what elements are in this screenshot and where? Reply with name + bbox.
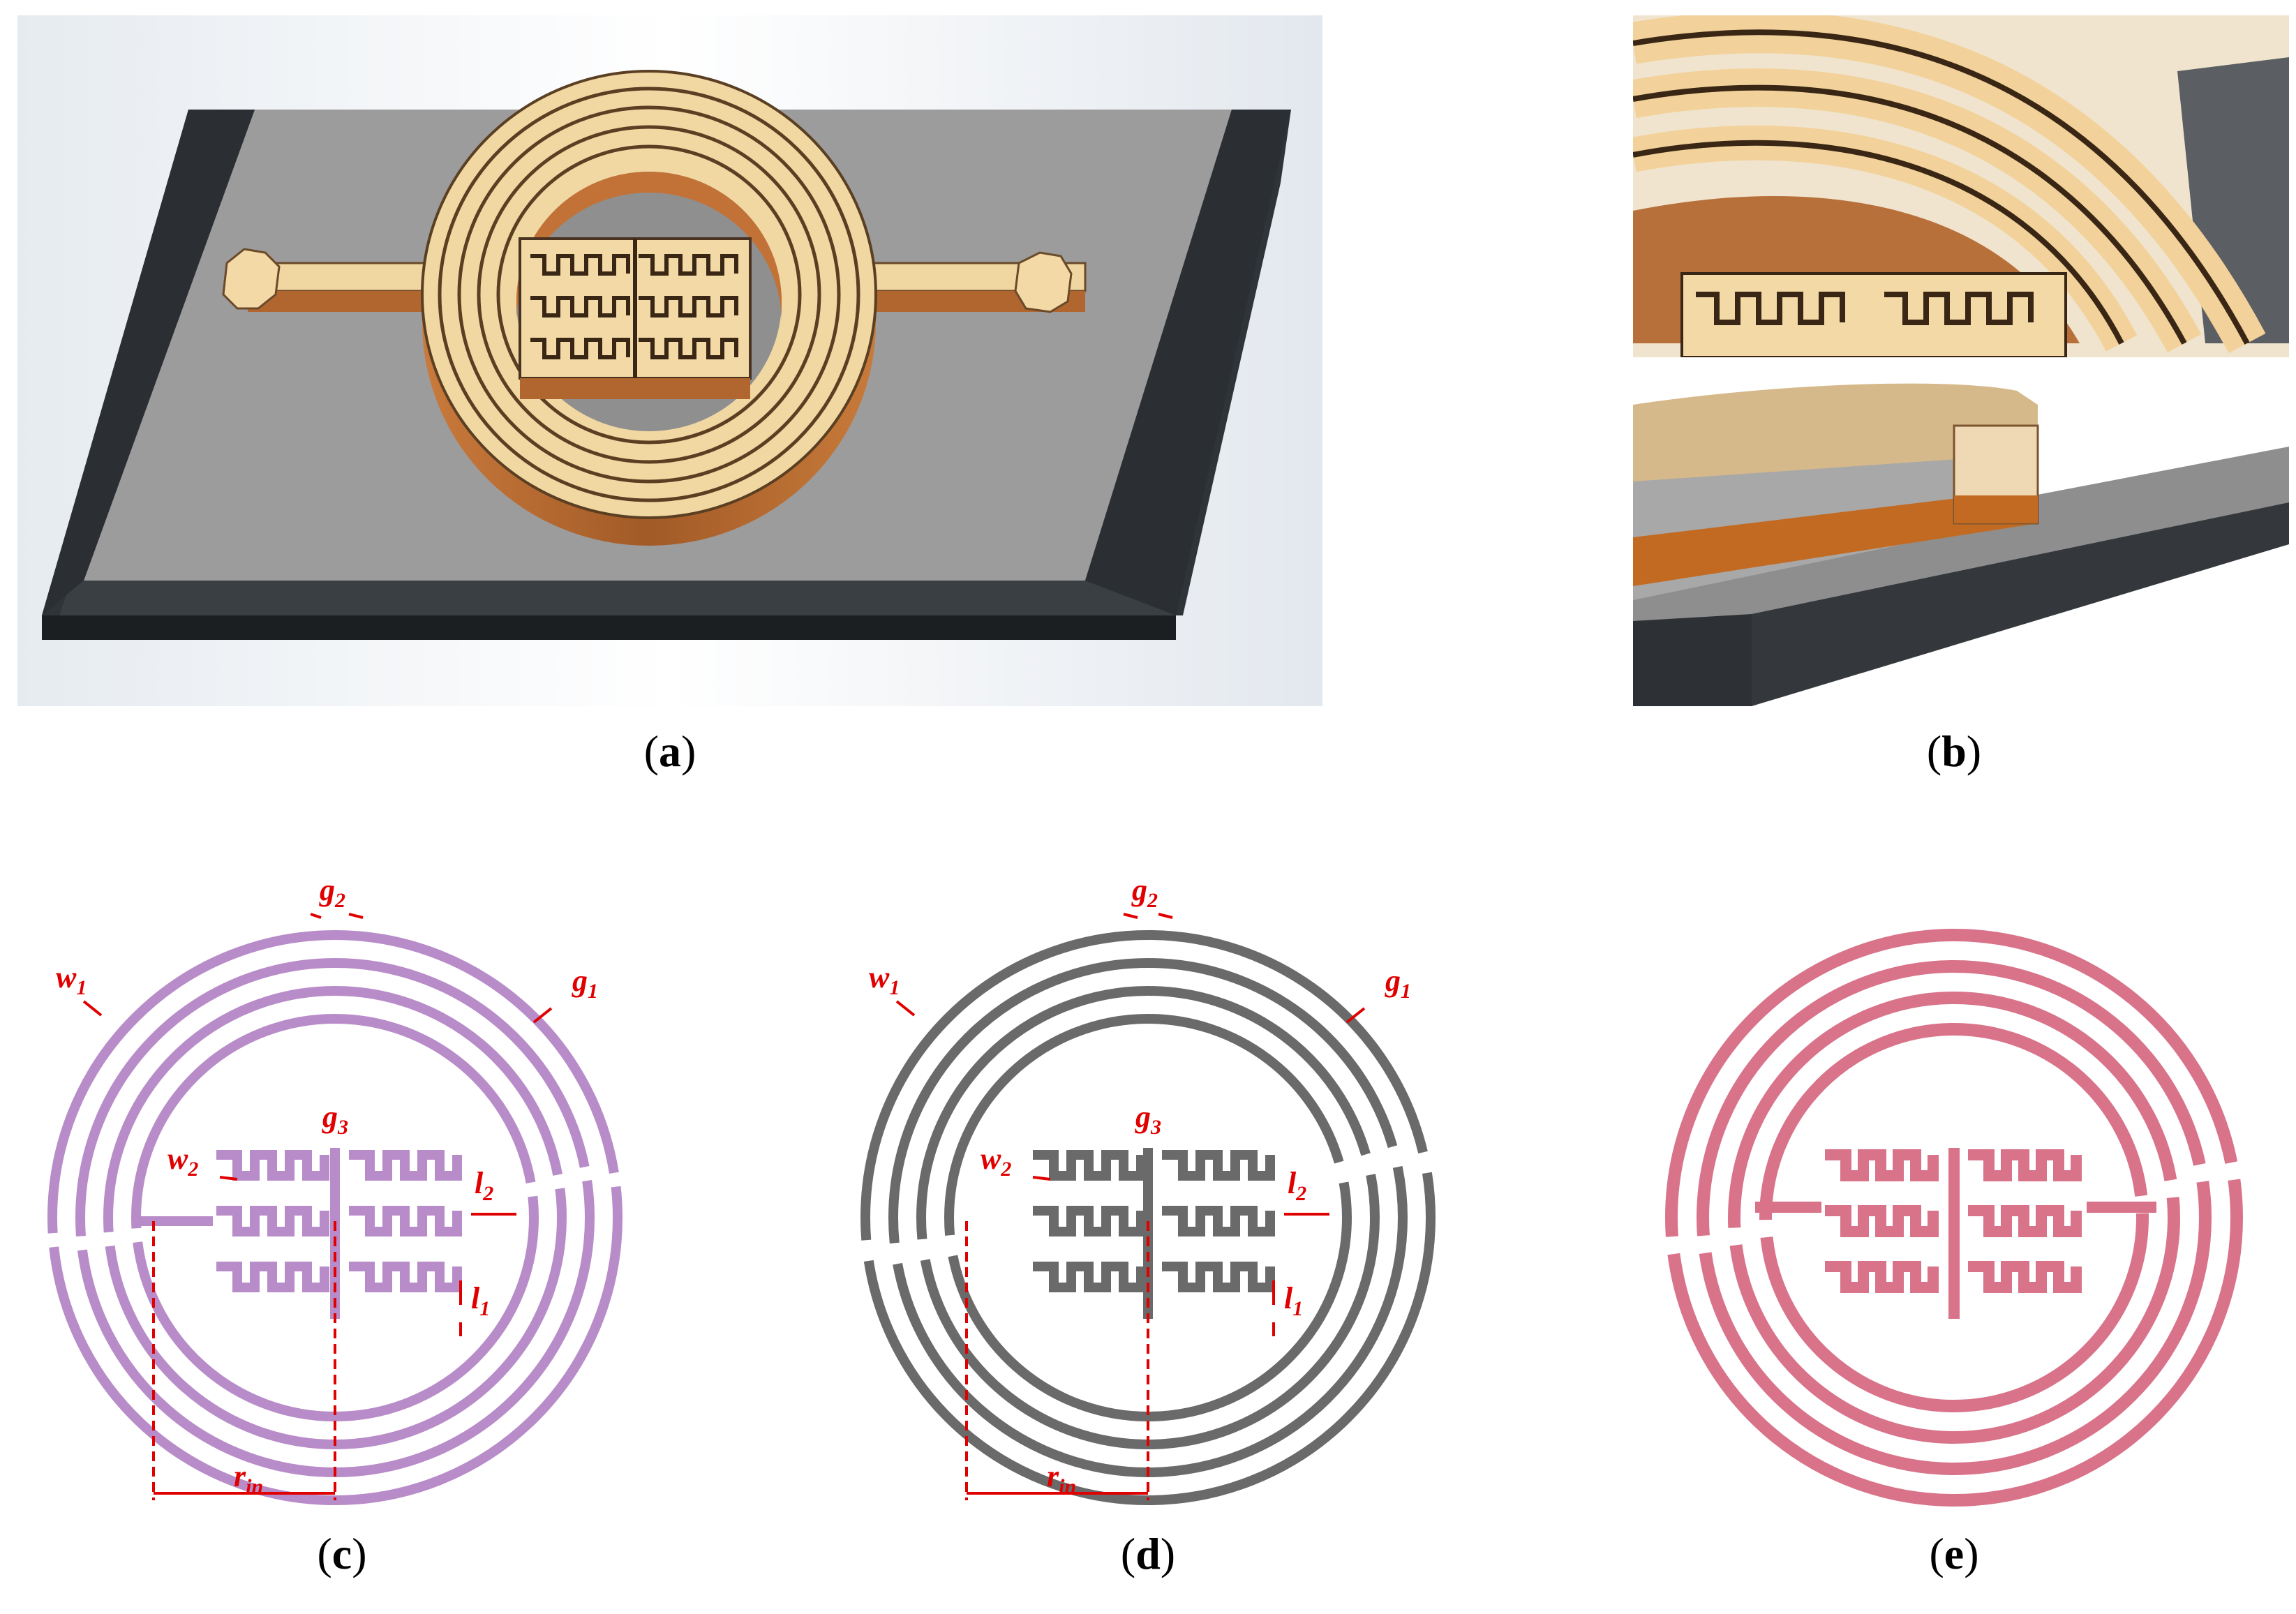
ring-grooves	[438, 87, 860, 502]
caption-c-letter: c	[331, 1529, 352, 1578]
label-g2-c: g2	[319, 873, 345, 912]
panel-b-zoom-bottom	[1633, 363, 2289, 706]
caption-a: (a)	[643, 726, 696, 776]
pad-left	[222, 248, 281, 310]
caption-b: (b)	[1926, 726, 1982, 776]
label-l2-c: l2	[475, 1166, 493, 1205]
caption-e-letter: e	[1944, 1529, 1965, 1578]
zoom-top-rings	[1633, 15, 2266, 354]
label-g2-d: g2	[1131, 873, 1158, 912]
meander-pattern	[530, 239, 738, 378]
panel-e-svg	[1665, 929, 2243, 1507]
caption-a-letter: a	[659, 726, 681, 776]
substrate-right-edge	[1085, 110, 1291, 615]
panel-c-svg: g2 w1 g1 g3 w2 l2 l1 rin	[47, 873, 623, 1505]
zoom-bottom-pad-side	[1954, 495, 2038, 523]
meander-block-side	[520, 378, 750, 399]
label-g1-d: g1	[1385, 964, 1411, 1003]
caption-d-letter: d	[1135, 1529, 1161, 1578]
zoom-bottom-substrate-front	[1752, 502, 2289, 706]
panel-d-layout: g2 w1 g1 g3 w2 l2 l1 rin	[837, 858, 1500, 1521]
ring-inner-wall	[516, 172, 782, 322]
dimension-marks-d	[895, 913, 1366, 1500]
panel-b-top-svg	[1633, 15, 2289, 357]
label-w1-c: w1	[56, 960, 87, 999]
panel-b-bottom-svg	[1633, 363, 2289, 706]
label-w1-d: w1	[869, 960, 900, 999]
caption-e: (e)	[1929, 1529, 1979, 1578]
zoom-top-meander-pattern	[1696, 292, 2034, 325]
substrate-left-edge	[42, 110, 255, 615]
substrate-front-edge	[42, 615, 1176, 640]
panel-c-layout: g2 w1 g1 g3 w2 l2 l1 rin	[35, 858, 698, 1521]
label-g3-d: g3	[1135, 1100, 1161, 1139]
label-l1-c: l1	[471, 1281, 490, 1320]
panel-a-svg	[17, 15, 1322, 706]
zoom-top-meander	[1680, 272, 2067, 357]
split-rings-e	[1665, 929, 2243, 1507]
label-l1-d: l1	[1284, 1281, 1303, 1320]
zoom-bottom-substrate-edge	[1633, 614, 1752, 706]
panel-b-zoom-top	[1633, 15, 2289, 357]
zoom-bottom-device-copper	[1633, 488, 2038, 586]
label-g1-c: g1	[572, 964, 598, 1003]
panel-a-3d-render	[17, 15, 1322, 706]
label-w2-c: w2	[167, 1142, 198, 1181]
caption-d: (d)	[1120, 1529, 1176, 1578]
label-g3-c: g3	[322, 1100, 348, 1139]
pad-right	[1014, 251, 1073, 313]
label-w2-d: w2	[981, 1142, 1011, 1181]
label-rin-c: rin	[234, 1459, 263, 1498]
dimension-marks-c	[82, 913, 553, 1500]
label-l2-d: l2	[1288, 1166, 1306, 1205]
label-rin-d: rin	[1047, 1459, 1076, 1498]
panel-e-layout	[1626, 858, 2289, 1521]
meander-d	[1033, 1148, 1275, 1319]
caption-c: (c)	[317, 1529, 367, 1578]
panel-d-svg: g2 w1 g1 g3 w2 l2 l1 rin	[860, 873, 1436, 1505]
meander-e	[1755, 1148, 2156, 1319]
caption-b-letter: b	[1941, 726, 1967, 776]
